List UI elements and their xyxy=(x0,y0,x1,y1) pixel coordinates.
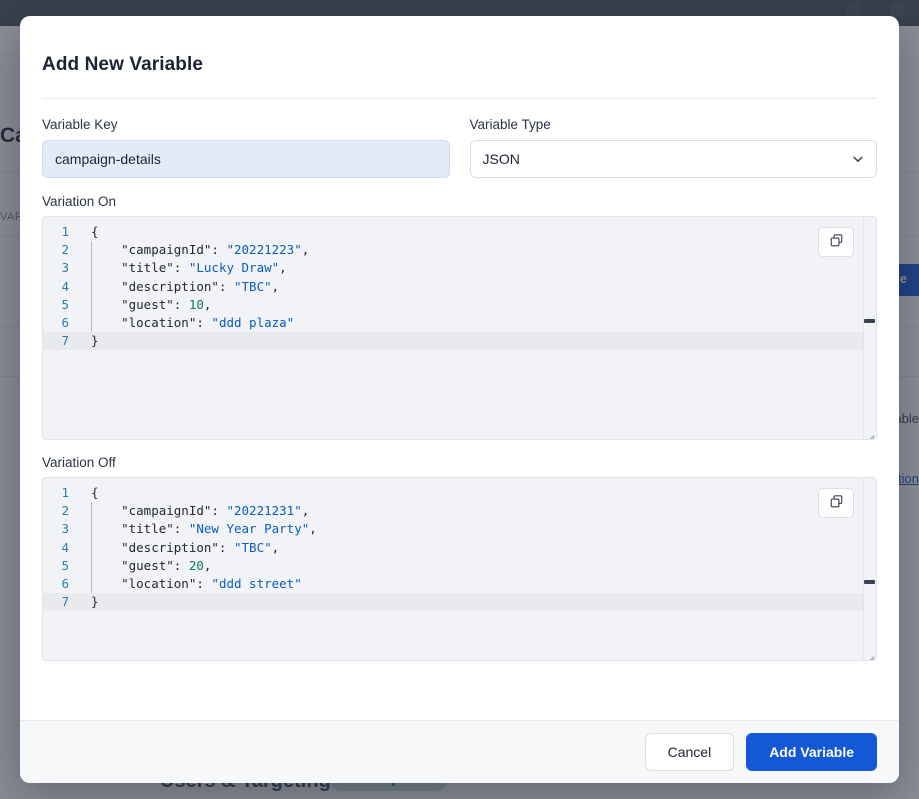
variable-type-select[interactable]: JSON xyxy=(469,140,877,178)
variation-on-label: Variation On xyxy=(42,194,117,209)
code-text: { xyxy=(91,224,99,239)
add-variable-button[interactable]: Add Variable xyxy=(746,733,877,771)
code-line[interactable]: 7} xyxy=(43,332,876,351)
variation-on-scrollbar[interactable] xyxy=(863,217,876,439)
line-number: 5 xyxy=(61,296,69,312)
variation-on-code[interactable]: 1{2 "campaignId": "20221223",3 "title": … xyxy=(43,217,876,439)
variable-type-select-wrap: JSON xyxy=(469,140,877,178)
code-text: "location": "ddd plaza" xyxy=(83,313,876,333)
code-text: } xyxy=(91,594,99,610)
code-text: "campaignId": "20221231", xyxy=(83,502,876,521)
line-number: 1 xyxy=(61,224,69,239)
variation-on-copy-button[interactable] xyxy=(818,227,854,257)
code-line[interactable]: 6 "location": "ddd plaza" xyxy=(43,313,876,333)
line-number: 2 xyxy=(61,242,69,258)
line-number: 4 xyxy=(61,278,69,294)
code-line[interactable]: 3 "title": "New Year Party", xyxy=(43,520,876,539)
code-line[interactable]: 4 "description": "TBC", xyxy=(43,277,876,296)
variation-on-group: Variation On 1{2 "campaignId": "20221223… xyxy=(42,194,877,440)
code-line[interactable]: 1{ xyxy=(43,484,876,502)
code-line[interactable]: 3 "title": "Lucky Draw", xyxy=(43,259,876,278)
variable-key-label: Variable Key xyxy=(42,117,118,132)
variation-on-editor[interactable]: 1{2 "campaignId": "20221223",3 "title": … xyxy=(42,216,877,440)
copy-icon xyxy=(829,233,844,252)
copy-icon xyxy=(829,494,844,513)
line-number: 3 xyxy=(61,521,69,537)
code-text: "location": "ddd street" xyxy=(83,574,876,594)
variation-off-editor[interactable]: 1{2 "campaignId": "20221231",3 "title": … xyxy=(42,477,877,661)
variable-key-input[interactable] xyxy=(42,140,450,178)
line-number: 2 xyxy=(61,503,69,519)
code-line[interactable]: 5 "guest": 10, xyxy=(43,295,876,315)
code-text: } xyxy=(91,333,99,349)
variable-type-label: Variable Type xyxy=(469,117,551,132)
variation-on-scroll-thumb[interactable] xyxy=(864,319,875,323)
code-text: { xyxy=(91,485,99,500)
code-line[interactable]: 6 "location": "ddd street" xyxy=(43,574,876,594)
dialog-title: Add New Variable xyxy=(42,54,204,75)
line-number: 5 xyxy=(61,557,69,573)
line-number: 4 xyxy=(61,539,69,555)
line-number: 7 xyxy=(61,333,69,349)
code-line[interactable]: 2 "campaignId": "20221231", xyxy=(43,502,876,521)
cancel-button[interactable]: Cancel xyxy=(644,733,735,771)
dialog-title-divider xyxy=(42,98,877,99)
variation-off-label: Variation Off xyxy=(42,455,116,470)
code-text: "title": "New Year Party", xyxy=(83,520,876,539)
code-text: "campaignId": "20221223", xyxy=(83,241,876,260)
field-row: Variable Key Variable Type JSON xyxy=(42,117,877,178)
variation-off-group: Variation Off 1{2 "campaignId": "2022123… xyxy=(42,455,877,661)
code-line[interactable]: 2 "campaignId": "20221223", xyxy=(43,241,876,260)
line-number: 6 xyxy=(61,314,69,330)
code-text: "description": "TBC", xyxy=(83,277,876,296)
code-text: "guest": 20, xyxy=(83,556,876,576)
code-line[interactable]: 7} xyxy=(43,593,876,612)
line-number: 7 xyxy=(61,594,69,610)
variable-key-field: Variable Key xyxy=(42,117,450,178)
line-number: 3 xyxy=(61,260,69,276)
code-line[interactable]: 4 "description": "TBC", xyxy=(43,538,876,557)
dialog-body: Add New Variable Variable Key Variable T… xyxy=(20,16,899,720)
add-variable-dialog: Add New Variable Variable Key Variable T… xyxy=(20,16,899,783)
variation-off-copy-button[interactable] xyxy=(818,488,854,518)
variation-off-scroll-thumb[interactable] xyxy=(864,580,875,584)
line-number: 1 xyxy=(61,485,69,500)
variable-type-field: Variable Type JSON xyxy=(469,117,877,178)
code-text: "description": "TBC", xyxy=(83,538,876,557)
code-text: "guest": 10, xyxy=(83,295,876,315)
code-line[interactable]: 1{ xyxy=(43,223,876,241)
variation-off-code[interactable]: 1{2 "campaignId": "20221231",3 "title": … xyxy=(43,478,876,660)
code-text: "title": "Lucky Draw", xyxy=(83,259,876,278)
variation-off-scrollbar[interactable] xyxy=(863,478,876,660)
line-number: 6 xyxy=(61,575,69,591)
code-line[interactable]: 5 "guest": 20, xyxy=(43,556,876,576)
dialog-footer: Cancel Add Variable xyxy=(20,720,899,783)
